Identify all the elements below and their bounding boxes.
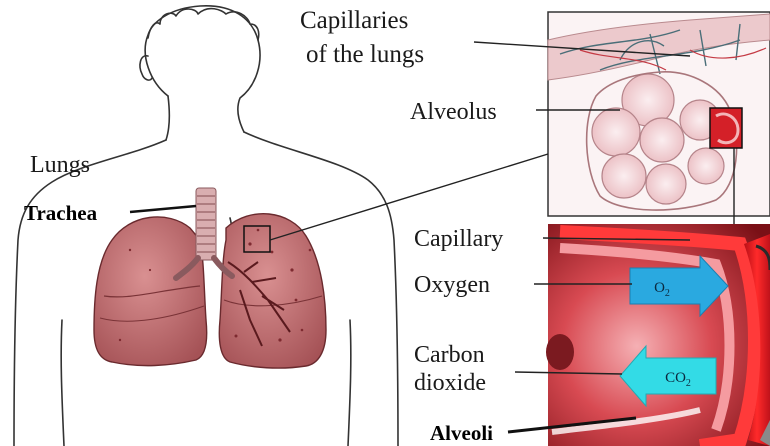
carbon-dioxide-label-line2: dioxide <box>414 370 486 396</box>
arm-right-inner <box>348 320 351 446</box>
lung-to-inset-line <box>270 154 548 240</box>
capillary-label: Capillary <box>414 226 503 252</box>
lungs-illustration <box>94 188 326 368</box>
hair-outline <box>148 9 259 40</box>
oxygen-label: Oxygen <box>414 272 490 298</box>
neck-left <box>166 96 169 140</box>
capillary-zoom-box <box>710 108 742 148</box>
capillary-inset <box>546 224 770 446</box>
arm-left-inner <box>61 320 64 446</box>
trachea-label: Trachea <box>24 201 98 225</box>
cell-shadow <box>546 334 574 370</box>
alveoli-label: Alveoli <box>430 421 493 445</box>
alveolus-label: Alveolus <box>410 99 497 125</box>
carbon-dioxide-label-line1: Carbon <box>414 342 485 368</box>
lungs-label: Lungs <box>30 152 90 178</box>
capillaries-label-line1: Capillaries <box>300 7 408 34</box>
head-outline <box>145 6 260 132</box>
alveolus-inset <box>548 12 770 216</box>
left-lung <box>94 217 207 366</box>
right-lung <box>219 214 326 368</box>
trachea-leader <box>130 206 196 212</box>
capillaries-label-line2: of the lungs <box>306 41 424 68</box>
